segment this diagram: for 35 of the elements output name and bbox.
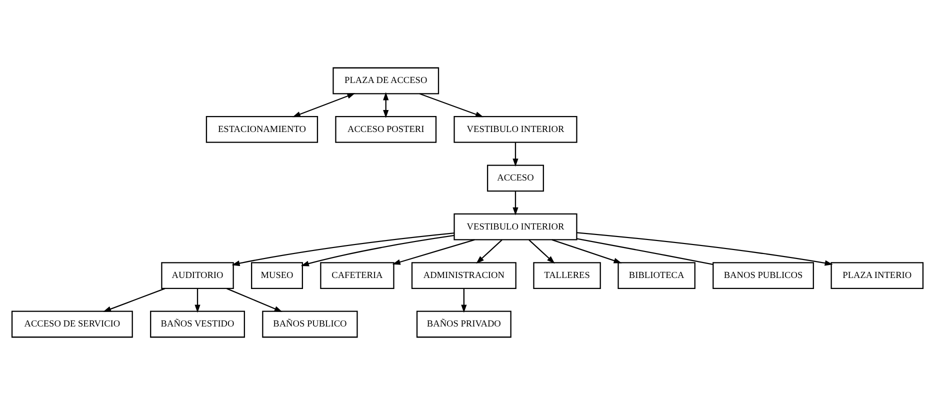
arrow xyxy=(576,232,833,266)
node-box: TALLERES xyxy=(533,262,601,289)
arrow xyxy=(476,239,502,264)
node-box: BAÑOS VESTIDO xyxy=(150,310,245,338)
node-box: PLAZA INTERIO xyxy=(830,262,924,289)
arrow xyxy=(461,288,467,312)
arrow xyxy=(194,288,200,312)
arrow xyxy=(552,238,622,263)
node-box: ACCESO xyxy=(486,164,544,192)
arrow xyxy=(512,142,518,166)
node-box: VESTIBULO INTERIOR xyxy=(454,212,578,240)
node-box: BIBLIOTECA xyxy=(618,262,696,289)
arrow xyxy=(392,238,475,264)
node-box: PLAZA DE ACCESO xyxy=(332,66,440,94)
arrow xyxy=(419,92,484,117)
node-box: BANOS PUBLICOS xyxy=(712,262,814,289)
node-box: ESTACIONAMIENTO xyxy=(206,116,318,142)
arrow xyxy=(528,239,555,264)
node-box: ACCESO DE SERVICIO xyxy=(11,310,133,338)
arrow xyxy=(232,232,454,266)
node-box: BAÑOS PUBLICO xyxy=(262,310,358,338)
node-box: BAÑOS PRIVADO xyxy=(416,310,512,338)
node-box: MUSEO xyxy=(251,262,303,289)
arrow xyxy=(292,92,356,117)
arrow xyxy=(103,288,166,312)
node-box: ADMINISTRACION xyxy=(411,262,516,289)
node-box: CAFETERIA xyxy=(320,262,394,289)
arrow xyxy=(226,288,282,312)
connector xyxy=(576,238,714,265)
node-box: ACCESO POSTERI xyxy=(335,116,437,142)
arrow xyxy=(300,234,454,266)
arrow xyxy=(383,92,389,118)
node-box: AUDITORIO xyxy=(161,262,234,289)
node-box: VESTIBULO INTERIOR xyxy=(454,116,578,142)
arrow xyxy=(512,190,518,215)
